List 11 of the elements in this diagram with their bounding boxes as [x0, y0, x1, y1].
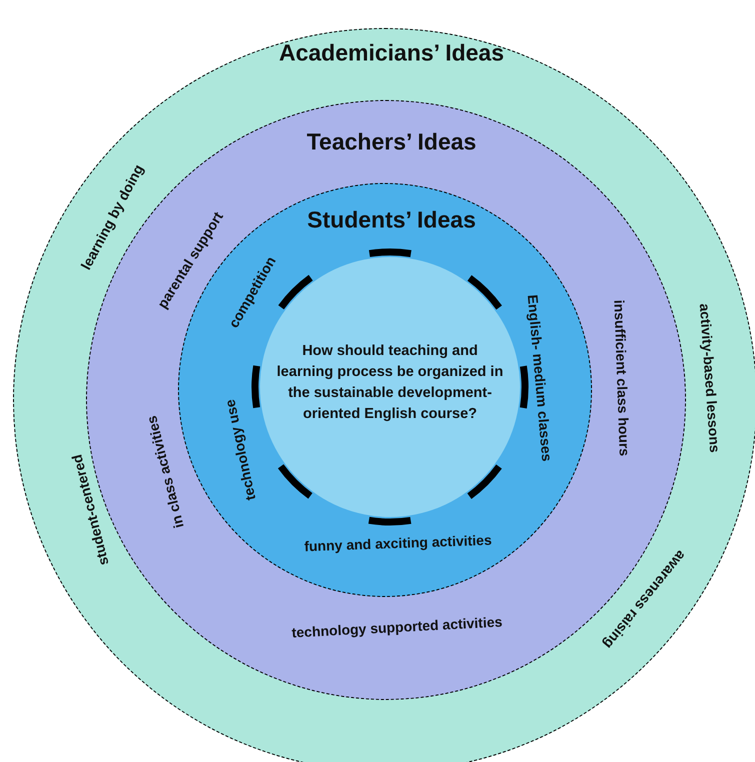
- idea-label: funny and axciting activities: [304, 532, 492, 554]
- central-question: How should teaching and learning process be organized in the sustainable development-oriented English course?: [276, 342, 504, 424]
- idea-label: in class activities: [143, 414, 187, 530]
- ring-heading: Students’ Ideas: [307, 206, 476, 233]
- idea-label: technology use: [222, 398, 258, 502]
- idea-label: English- medium classes: [524, 294, 556, 462]
- idea-label: activity-based lessons: [696, 302, 724, 454]
- idea-label: insufficient class hours: [611, 300, 633, 456]
- idea-label: technology supported activities: [291, 614, 503, 640]
- ring-heading: Academicians’ Ideas: [279, 39, 504, 66]
- ring-heading: Teachers’ Ideas: [306, 128, 476, 155]
